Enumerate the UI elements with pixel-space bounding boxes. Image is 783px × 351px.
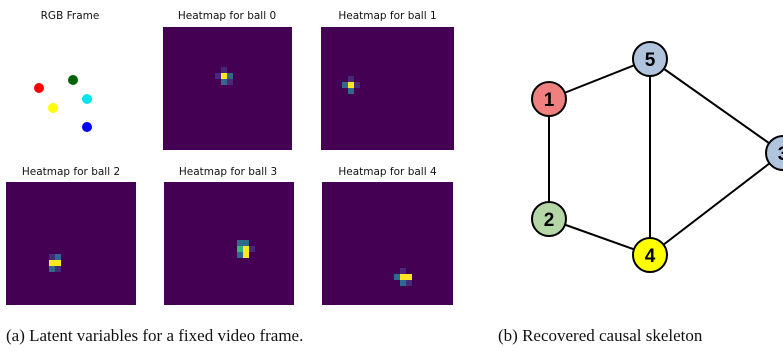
ball-red [34,83,44,93]
heatmap-0-title: Heatmap for ball 0 [177,10,277,22]
edges [548,58,783,256]
node-5: 5 [632,41,668,77]
node-1-circle [531,81,567,117]
node-4: 4 [632,237,668,273]
edge-4-3 [649,152,783,256]
node-2-circle [531,201,567,237]
ball-cyan [82,94,92,104]
rgb-frame [10,28,130,148]
node-3-label: 3 [778,144,783,165]
ball-green [68,75,78,85]
heatmap-0 [163,27,292,150]
node-5-circle [632,41,668,77]
heatmap-3 [164,182,294,305]
heatmap-2-title: Heatmap for ball 2 [21,166,121,178]
heatmap-1 [321,27,454,150]
node-1: 1 [531,81,567,117]
heatmap-4-title: Heatmap for ball 4 [338,166,437,178]
caption-a: (a) Latent variables for a fixed video f… [6,326,304,345]
caption-b: (b) Recovered causal skeleton [498,326,703,345]
causal-skeleton-graph: 1 2 3 4 5 [531,41,783,273]
node-5-label: 5 [645,50,656,71]
node-3: 3 [765,135,783,171]
heatmap-3-title: Heatmap for ball 3 [178,166,278,178]
heatmap-2 [6,182,136,305]
node-3-circle [765,135,783,171]
heatmap-1-title: Heatmap for ball 1 [338,10,437,22]
edge-1-5 [548,58,651,100]
rgb-frame-title: RGB Frame [40,10,100,22]
ball-yellow [48,103,58,113]
node-2-label: 2 [544,210,555,231]
node-1-label: 1 [544,90,555,111]
heatmap-4 [322,182,453,305]
node-2: 2 [531,201,567,237]
node-4-label: 4 [645,246,656,267]
node-4-circle [632,237,668,273]
edge-5-3 [649,58,783,154]
ball-blue [82,122,92,132]
nodes: 1 2 3 4 5 [531,41,783,273]
